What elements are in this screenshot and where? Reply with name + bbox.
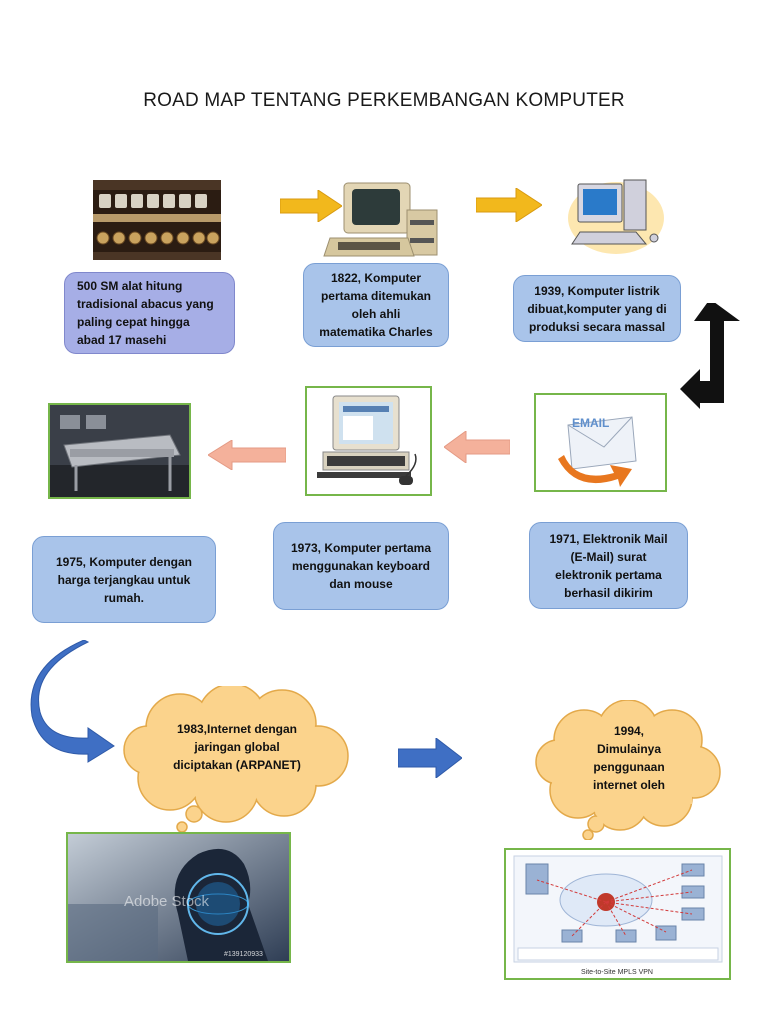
arrow-left-icon [208, 440, 286, 470]
desktop-computer-icon [568, 179, 664, 254]
vintage-computer-icon [323, 182, 438, 257]
arrow-left-icon [444, 431, 510, 463]
abacus-image [93, 180, 221, 260]
milestone-box-1973: 1973, Komputer pertama menggunakan keybo… [273, 522, 449, 610]
desktop-computer-image [566, 168, 666, 256]
photo-id-text: #139120933 [224, 951, 263, 958]
keyboard-computer-image [305, 386, 432, 496]
keyboard-computer-icon [317, 395, 417, 485]
watermark-text: Adobe Stock [124, 893, 210, 910]
milestone-box-abacus: 500 SM alat hitung tradisional abacus ya… [64, 272, 235, 354]
arrow-right-icon [476, 188, 542, 222]
abacus-icon [93, 180, 221, 260]
email-icon: EMAIL [536, 395, 665, 490]
milestone-box-1971: 1971, Elektronik Mail (E-Mail) surat ele… [529, 522, 688, 609]
turn-arrow-icon [680, 303, 742, 411]
email-label: EMAIL [572, 416, 609, 430]
email-image: EMAIL [534, 393, 667, 492]
curved-arrow-icon [28, 640, 118, 764]
thought-cloud-1994: 1994, Dimulainya penggunaan internet ole… [534, 700, 722, 840]
page-title: ROAD MAP TENTANG PERKEMBANGAN KOMPUTER [143, 90, 625, 111]
home-computer-image [48, 403, 191, 499]
arrow-right-icon [280, 190, 342, 222]
vpn-caption: Site-to-Site MPLS VPN [581, 969, 653, 976]
arrow-right-icon [398, 738, 462, 778]
cloud-text-1994: 1994, Dimulainya penggunaan internet ole… [592, 724, 665, 792]
internet-globe-icon: Adobe Stock #139120933 [68, 834, 289, 961]
milestone-box-1975: 1975, Komputer dengan harga terjangkau u… [32, 536, 216, 623]
cloud-text-1983: 1983,Internet dengan jaringan global dic… [173, 722, 301, 772]
thought-cloud-1983: 1983,Internet dengan jaringan global dic… [122, 686, 354, 834]
home-computer-icon [50, 405, 189, 497]
network-diagram-icon: Site-to-Site MPLS VPN [506, 850, 729, 978]
milestone-box-1939: 1939, Komputer listrik dibuat,komputer y… [513, 275, 681, 342]
internet-photo: Adobe Stock #139120933 [66, 832, 291, 963]
vpn-network-image: Site-to-Site MPLS VPN [504, 848, 731, 980]
vintage-computer-image [322, 180, 440, 265]
milestone-box-1822: 1822, Komputer pertama ditemukan oleh ah… [303, 263, 449, 347]
